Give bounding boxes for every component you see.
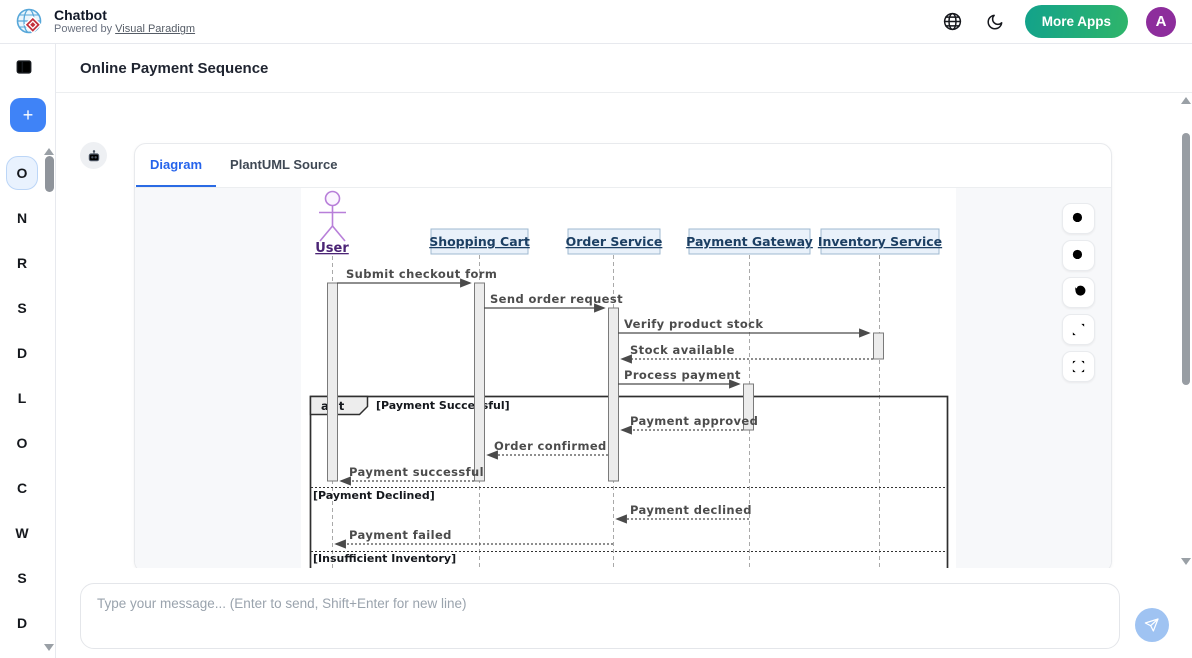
dark-mode-button[interactable] xyxy=(983,10,1007,34)
main-scrollbar[interactable] xyxy=(1180,93,1192,568)
participant-payment-gateway: Payment Gateway xyxy=(686,234,813,249)
message-label: Stock available xyxy=(630,343,735,357)
rail-scroll-up-arrow[interactable] xyxy=(44,148,54,155)
zoom-out-icon xyxy=(1072,249,1083,260)
conversation-item[interactable]: D xyxy=(16,614,28,631)
conversation-list: O N R S D L O C W S D xyxy=(0,150,44,645)
page-title: Online Payment Sequence xyxy=(80,59,269,77)
reset-view-button[interactable] xyxy=(1062,277,1095,308)
actor-user xyxy=(319,190,346,242)
visual-paradigm-logo xyxy=(16,8,42,34)
diagram-toolbar xyxy=(1062,203,1095,382)
conversation-item[interactable]: O xyxy=(0,150,44,195)
participant-shopping-cart: Shopping Cart xyxy=(429,234,530,249)
message-label: Submit checkout form xyxy=(346,267,497,281)
message-label: Process payment xyxy=(624,368,741,382)
conversation-item[interactable]: S xyxy=(17,299,27,316)
conversation-item[interactable]: O xyxy=(16,434,28,451)
alt-guard-success: [Payment Successful] xyxy=(376,399,510,412)
user-avatar[interactable]: A xyxy=(1146,6,1176,37)
fullscreen-button[interactable] xyxy=(1062,351,1095,382)
language-button[interactable] xyxy=(941,10,965,34)
conversation-item[interactable]: W xyxy=(15,524,29,541)
more-apps-button[interactable]: More Apps xyxy=(1024,5,1128,38)
new-chat-button[interactable]: + xyxy=(10,98,46,132)
message-label: Payment successful xyxy=(349,465,484,479)
app-title: Chatbot xyxy=(54,7,107,24)
participant-inventory-service: Inventory Service xyxy=(818,234,942,249)
tab-diagram[interactable]: Diagram xyxy=(136,144,217,187)
message-label: Payment failed xyxy=(349,528,452,542)
powered-by: Powered by Visual Paradigm xyxy=(54,23,196,36)
visual-paradigm-link[interactable]: Visual Paradigm xyxy=(115,23,196,36)
top-header: Chatbot Powered by Visual Paradigm More … xyxy=(0,0,1192,44)
fullscreen-icon xyxy=(1072,360,1085,373)
participant-order-service: Order Service xyxy=(566,234,663,249)
theme-icon xyxy=(987,14,1003,29)
scroll-down-arrow[interactable] xyxy=(1181,558,1191,565)
bot-avatar xyxy=(80,142,107,169)
diagram-viewport[interactable]: alt [Payment Successful] [Payment Declin… xyxy=(135,188,1111,568)
conversation-item[interactable]: S xyxy=(17,569,27,586)
message-input[interactable] xyxy=(80,583,1120,649)
rail-scrollbar-thumb[interactable] xyxy=(45,156,54,192)
rail-scroll-down-arrow[interactable] xyxy=(44,644,54,651)
language-icon xyxy=(944,12,962,31)
sequence-diagram: alt [Payment Successful] [Payment Declin… xyxy=(309,190,949,568)
activation-bars xyxy=(327,282,884,482)
alt-guard-inventory: [Insufficient Inventory] xyxy=(313,552,456,565)
send-icon xyxy=(1144,618,1159,632)
message-composer xyxy=(56,575,1192,658)
tab-plantuml-source[interactable]: PlantUML Source xyxy=(216,144,351,187)
participant-boxes: Shopping Cart Order Service Payment Gate… xyxy=(429,228,942,255)
message-label: Send order request xyxy=(490,292,623,306)
diagram-message-card: Diagram PlantUML Source xyxy=(134,143,1112,568)
scroll-up-arrow[interactable] xyxy=(1181,97,1191,104)
expand-button[interactable] xyxy=(1062,314,1095,345)
sidebar-toggle-icon xyxy=(16,60,32,74)
conversation-item[interactable]: L xyxy=(17,389,27,406)
tab-bar: Diagram PlantUML Source xyxy=(135,144,1111,188)
message-label: Payment declined xyxy=(630,503,752,517)
messages: Submit checkout form Send order request … xyxy=(334,267,873,549)
zoom-in-icon xyxy=(1072,212,1083,223)
expand-icon xyxy=(1072,323,1085,336)
conversation-sidebar: + O N R S D L O C W S D xyxy=(0,44,56,658)
message-label: Verify product stock xyxy=(624,317,763,331)
zoom-out-button[interactable] xyxy=(1062,240,1095,271)
header-actions: More Apps A xyxy=(941,5,1180,38)
conversation-item[interactable]: C xyxy=(16,479,28,496)
diagram-canvas: alt [Payment Successful] [Payment Declin… xyxy=(301,188,956,568)
actor-label: User xyxy=(315,241,349,256)
zoom-in-button[interactable] xyxy=(1062,203,1095,234)
sidebar-toggle-button[interactable] xyxy=(13,57,35,79)
alt-frame: alt [Payment Successful] [Payment Declin… xyxy=(309,395,949,568)
reset-view-icon xyxy=(1075,285,1086,296)
send-button[interactable] xyxy=(1135,608,1169,642)
alt-guard-declined: [Payment Declined] xyxy=(313,489,435,502)
conversation-item[interactable]: D xyxy=(16,344,28,361)
scrollbar-thumb[interactable] xyxy=(1182,133,1190,385)
conversation-item[interactable]: N xyxy=(16,209,28,226)
bot-icon xyxy=(88,149,99,161)
conversation-item[interactable]: R xyxy=(16,254,28,271)
message-label: Payment approved xyxy=(630,414,758,428)
chat-message-area: Diagram PlantUML Source xyxy=(56,93,1192,568)
message-label: Order confirmed xyxy=(494,439,607,453)
app-title-block: Chatbot Powered by Visual Paradigm xyxy=(54,7,195,36)
page-header: Online Payment Sequence xyxy=(56,44,1192,93)
